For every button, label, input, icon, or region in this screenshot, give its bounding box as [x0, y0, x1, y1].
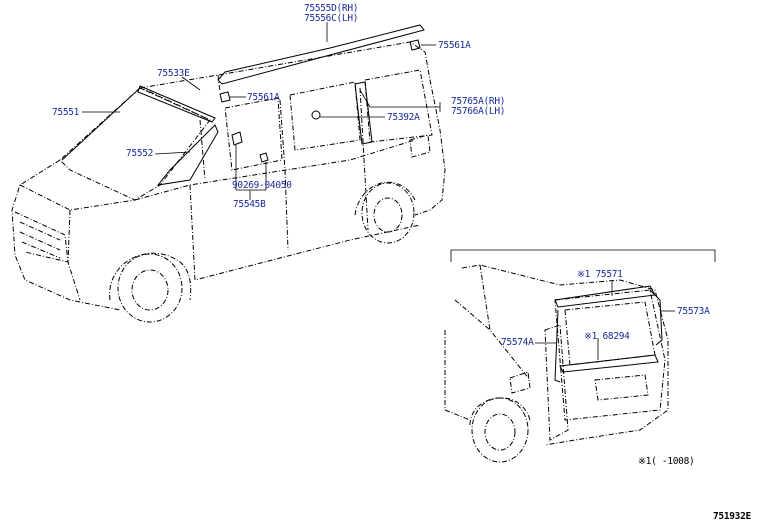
- label-75561A-mid[interactable]: 75561A: [247, 92, 280, 103]
- label-75551[interactable]: 75551: [52, 107, 80, 118]
- label-75533E[interactable]: 75533E: [157, 68, 190, 79]
- label-75574A[interactable]: 75574A: [501, 337, 534, 348]
- label-75556C[interactable]: 75556C(LH): [304, 13, 359, 24]
- part-clip-75561A-top: [409, 39, 421, 51]
- label-75766A[interactable]: 75766A(LH): [451, 106, 506, 117]
- part-pillar-garnish: [354, 81, 373, 145]
- part-windshield-molding: [61, 85, 216, 161]
- label-75765A[interactable]: 75765A(RH): [451, 96, 506, 107]
- label-75545B[interactable]: 75545B: [233, 199, 266, 210]
- label-90269-04050[interactable]: 90269-04050: [232, 180, 292, 191]
- label-68294[interactable]: ※1 68294: [584, 331, 630, 342]
- label-75392A[interactable]: 75392A: [387, 112, 420, 123]
- inset-rear-view: [444, 249, 716, 463]
- label-75555D[interactable]: 75555D(RH): [304, 3, 359, 14]
- leader-lines-main: [82, 22, 441, 200]
- figure-id: 751932E: [713, 511, 751, 522]
- label-75552[interactable]: 75552: [126, 148, 154, 159]
- part-roof-molding: [217, 24, 425, 85]
- part-front-quarter-glass: [156, 124, 219, 186]
- footnote: ※1( -1008): [638, 456, 695, 467]
- part-screw-90269: [231, 131, 269, 163]
- part-clip-75392A: [311, 110, 321, 120]
- main-vehicle-outline: [11, 41, 446, 323]
- label-75561A-top[interactable]: 75561A: [438, 40, 471, 51]
- label-75573A[interactable]: 75573A: [677, 306, 710, 317]
- part-clip-75561A-mid: [219, 91, 231, 103]
- label-75571[interactable]: ※1 75571: [577, 269, 623, 280]
